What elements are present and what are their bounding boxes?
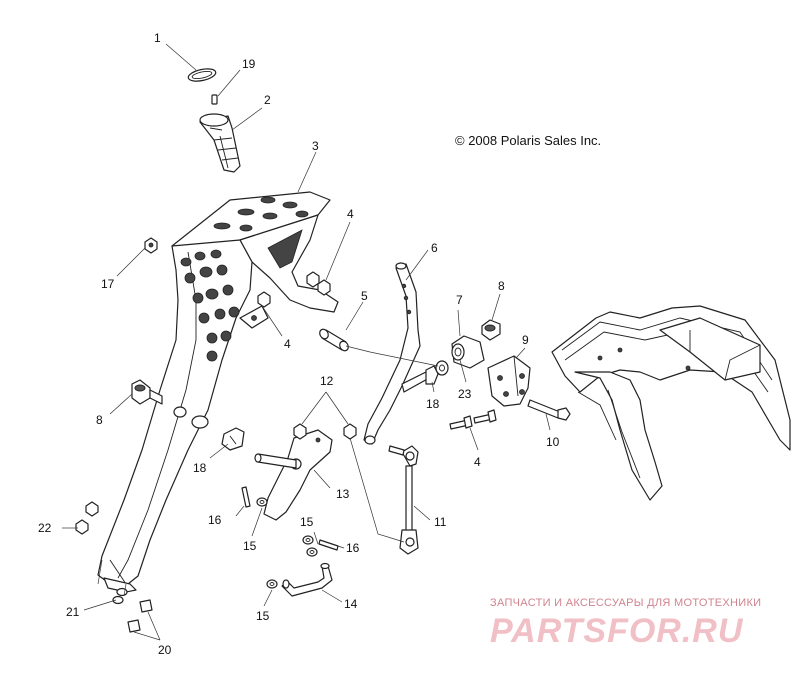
callout-20: 20: [158, 643, 172, 657]
clip-18-mid: [425, 365, 439, 385]
bolt-10: [527, 399, 571, 421]
callout-4-top: 4: [347, 207, 354, 221]
spacer-tube: [319, 328, 349, 352]
clip-18-left: [221, 427, 245, 451]
callout-4-lower: 4: [474, 455, 481, 469]
callout-23: 23: [458, 387, 472, 401]
callout-8-right: 8: [498, 279, 505, 293]
bolts-4-lower: [449, 409, 497, 430]
shift-arm: [363, 262, 441, 445]
callout-18-left: 18: [193, 461, 207, 475]
callout-16-left: 16: [208, 513, 222, 527]
linkage-rod: [388, 445, 419, 555]
callout-4-mid: 4: [284, 337, 291, 351]
callout-15-mid: 15: [300, 515, 314, 529]
lever-plate: [254, 429, 333, 521]
callout-3: 3: [312, 139, 319, 153]
callout-22: 22: [38, 521, 52, 535]
callout-9: 9: [522, 333, 529, 347]
watermark-brand: PARTSFOR.RU: [490, 612, 744, 650]
callout-18-mid: 18: [426, 397, 440, 411]
callout-5: 5: [361, 289, 368, 303]
nuts-22: [75, 501, 99, 535]
main-bracket: [97, 191, 339, 593]
watermark: ЗАПЧАСТИ И АКСЕССУАРЫ ДЛЯ МОТОТЕХНИКИ PA…: [490, 597, 761, 650]
frame-section: [551, 305, 791, 501]
callout-16-right: 16: [346, 541, 360, 555]
washers-15: [256, 497, 318, 589]
bushing-8-right: [481, 319, 501, 341]
leader-lines: [62, 43, 551, 641]
bent-rod: [281, 562, 333, 597]
nut-17: [144, 237, 158, 254]
callout-8-left: 8: [96, 413, 103, 427]
watermark-subtitle: ЗАПЧАСТИ И АКСЕССУАРЫ ДЛЯ МОТОТЕХНИКИ: [490, 597, 761, 609]
callout-19: 19: [242, 57, 256, 71]
callout-1: 1: [154, 31, 161, 45]
mount-bracket-9: [487, 355, 531, 407]
callout-10: 10: [546, 435, 560, 449]
callout-17: 17: [101, 277, 115, 291]
callout-6: 6: [431, 241, 438, 255]
copyright-text: © 2008 Polaris Sales Inc.: [455, 133, 601, 148]
bushing-block-7: [451, 335, 485, 369]
pins-16: [241, 486, 339, 551]
nuts-12: [293, 423, 357, 440]
callout-21: 21: [66, 605, 80, 619]
callout-2: 2: [264, 93, 271, 107]
small-screw: [211, 94, 218, 105]
callout-14: 14: [344, 597, 358, 611]
callout-11: 11: [434, 515, 447, 529]
bushing-8-left: [131, 379, 163, 405]
grip-knob: [199, 113, 241, 173]
callout-13: 13: [336, 487, 350, 501]
callout-12: 12: [320, 374, 334, 388]
cap: [187, 68, 217, 82]
screws-20: [127, 599, 153, 633]
washer-23: [435, 360, 449, 376]
callout-7: 7: [456, 293, 463, 307]
callout-15-bottom: 15: [256, 609, 270, 623]
callouts: 1 19 2 3 4 17 4 5 6 7 8 8 9 18 23 18 10 …: [38, 31, 560, 657]
callout-15-left: 15: [243, 539, 257, 553]
bolts-4-top: [257, 271, 331, 308]
